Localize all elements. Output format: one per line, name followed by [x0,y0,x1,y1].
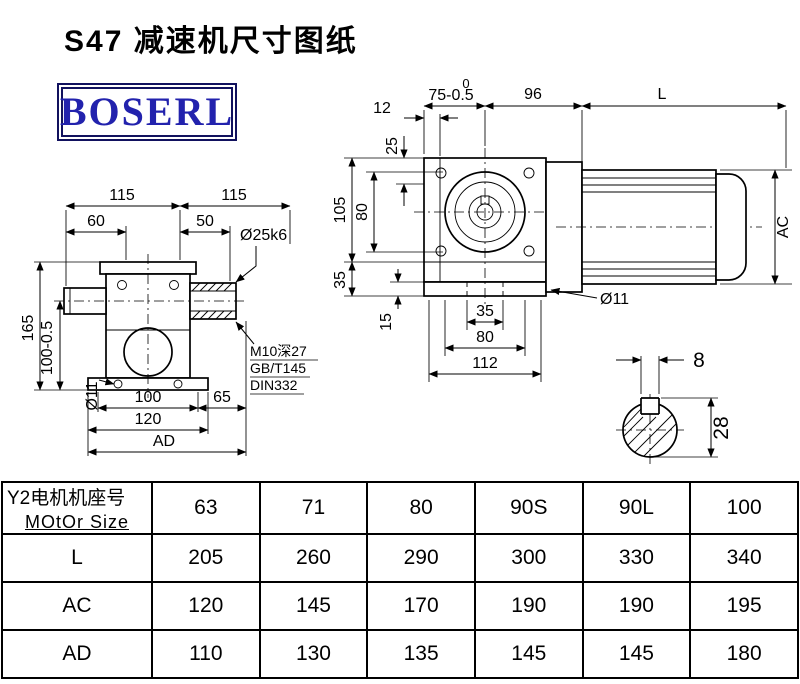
value-cell: 145 [581,629,692,679]
value-cell: 290 [366,533,476,583]
value-cell: 190 [581,581,692,631]
dim-label-shaft-height: 28 [710,416,733,439]
motor-size-cell: 90S [473,481,584,535]
note-standard-1: GB/T145 [250,360,306,376]
key-slot [641,398,659,414]
dim-label-35-bottom: 35 [476,303,494,320]
table-row-L: L 205 260 290 300 330 340 [1,533,799,583]
dim-label-ad: AD [153,433,175,450]
motor-size-cell: 63 [151,481,261,535]
dim-label-25: 25 [384,137,401,155]
face-bolt-hole [169,280,179,290]
dim-label-80-flange: 80 [354,203,371,221]
value-cell: 190 [473,581,584,631]
dim-label-75: 75-0.5 [428,87,473,104]
gearbox-side-view: 115 115 60 50 Ø25k6 165 100-0.5 Ø11 100 … [20,187,318,456]
dim-label-105: 105 [332,197,349,224]
dim-label-50: 50 [196,213,214,230]
size-table: Y2电机机座号 MOtOr Size 63 71 80 90S 90L 100 … [1,481,799,679]
dim-label-key-width: 8 [693,349,705,372]
motor-size-cell: 90L [581,481,692,535]
dim-label-12: 12 [373,100,391,117]
row-label-AD: AD [1,629,153,679]
motor-size-cell: 80 [366,481,476,535]
brand-logo-box: BOSERL [57,83,237,141]
dim-label-15: 15 [378,313,395,331]
shaft-key-section: 8 28 [616,349,733,466]
dim-label-100-tol: 100-0.5 [39,321,56,375]
row-label-AC: AC [1,581,153,631]
motor-size-header-en: MOtOr Size [24,512,129,532]
dim-label-115-b: 115 [221,187,247,204]
dim-label-112: 112 [472,355,498,372]
value-cell: 195 [689,581,799,631]
dimension-drawing: 115 115 60 50 Ø25k6 165 100-0.5 Ø11 100 … [20,76,792,466]
table-row-AC: AC 120 145 170 190 190 195 [1,581,799,631]
value-cell: 180 [689,629,799,679]
value-cell: 330 [581,533,692,583]
table-header-row: Y2电机机座号 MOtOr Size 63 71 80 90S 90L 100 [1,481,799,535]
note-thread: M10深27 [250,343,307,359]
value-cell: 205 [151,533,261,583]
flange-bolt-hole [523,167,535,179]
value-cell: 145 [473,629,584,679]
value-cell: 340 [689,533,799,583]
value-cell: 135 [366,629,476,679]
motor-size-header-cell: Y2电机机座号 MOtOr Size [1,481,153,535]
dim-label-ac: AC [775,216,792,238]
foot-bolt-hole [173,379,183,389]
dim-label-l: L [658,86,667,103]
dim-label-80-bottom: 80 [476,329,494,346]
dim-label-115-a: 115 [109,187,135,204]
dim-label-96: 96 [524,86,542,103]
value-cell: 130 [258,629,369,679]
value-cell: 120 [151,581,261,631]
dim-label-65: 65 [213,389,231,406]
value-cell: 260 [258,533,369,583]
motor-size-cell: 71 [258,481,369,535]
brand-logo-text: BOSERL [59,89,235,134]
dim-label-hole-dia-right: Ø11 [600,291,629,308]
face-bolt-hole [117,280,127,290]
row-label-L: L [1,533,153,583]
value-cell: 300 [473,533,584,583]
note-standard-2: DIN332 [250,377,298,393]
flange-bolt-hole [435,245,447,257]
dim-label-shaft-dia: Ø25k6 [240,227,287,244]
motor-fan-cover [715,173,747,281]
dim-label-tol-top: 0 [462,76,469,91]
value-cell: 110 [151,629,261,679]
gearbox-motor-front-view: 0 75-0.5 96 L 12 105 35 80 25 15 AC Ø11 [332,76,792,382]
flange-bolt-hole [435,167,447,179]
value-cell: 170 [366,581,476,631]
dim-label-35-side: 35 [332,271,349,289]
dim-label-60: 60 [87,213,105,230]
dim-label-100: 100 [135,389,162,406]
flange-bolt-hole [523,245,535,257]
table-row-AD: AD 110 130 135 145 145 180 [1,629,799,679]
motor-size-header-cn: Y2电机机座号 [7,488,126,509]
dim-label-hole-dia-left: Ø11 [84,381,101,410]
motor-size-cell: 100 [689,481,799,535]
dim-label-165: 165 [20,315,37,342]
dim-label-120: 120 [135,411,162,428]
page-title: S47 减速机尺寸图纸 [64,25,358,58]
value-cell: 145 [258,581,369,631]
